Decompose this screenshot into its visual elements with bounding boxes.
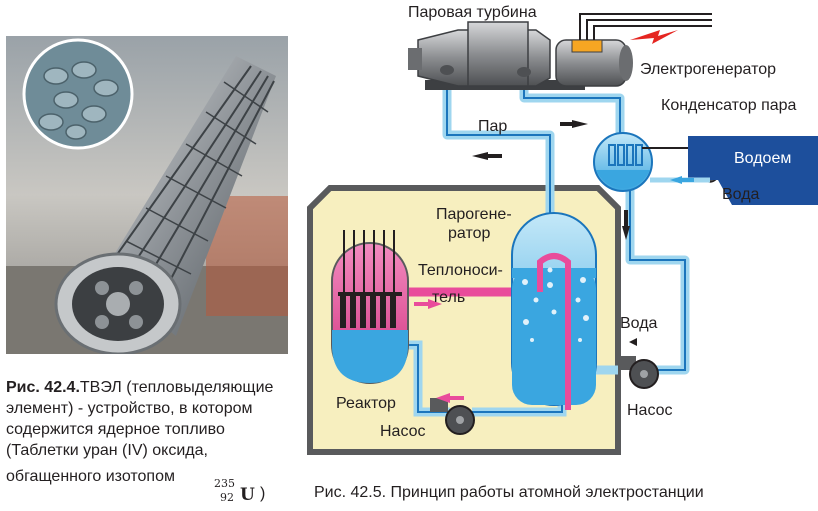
electricity-bolt-icon [630,30,678,44]
label-condenser: Конденсатор пара [661,97,797,114]
reservoir-water [688,136,818,205]
isotope-number: 92 [220,491,234,504]
label-water-right: Вода [722,186,760,203]
water-arrow-down [622,226,630,240]
figure-caption-right: Рис. 42.5. Принцип работы атомной электр… [314,484,704,501]
label-steam-generator-1: Парогене- [436,206,512,223]
water-pipe-return [625,185,690,375]
coolant-arrow-right [428,299,442,309]
label-reservoir: Водоем [734,150,792,167]
label-steam-turbine: Паровая турбина [408,4,537,21]
fuel-assembly-photo [6,36,288,354]
pump-left-shape [430,398,475,435]
power-plant-diagram [307,13,818,455]
label-coolant-2: тель [432,289,466,306]
water-arrow-left-mid [629,338,637,346]
steam-arrow-right [572,120,588,128]
caption-left-number: Рис. 42.4. [6,379,80,396]
caption-left-line4: (Таблетки уран (IV) оксида, [6,442,208,459]
figure-caption-left: Рис. 42.4.ТВЭЛ (тепловыделяющие элемент)… [6,377,306,487]
isotope-close-paren: ) [260,485,266,502]
label-pump-left: Насос [380,423,426,440]
caption-left-line1: ТВЭЛ (тепловыделяющие [79,379,274,396]
steam-generator-coil [537,253,571,410]
label-reactor: Реактор [336,395,396,412]
label-water-mid: Вода [620,315,658,332]
pump-right-shape [618,356,659,389]
caption-left-line2: элемент) - устройство, в котором [6,400,253,417]
caption-left-line3: содержится ядерное топливо [6,421,225,438]
label-pump-right: Насос [627,402,673,419]
coolant-arrow-left [436,393,450,403]
steam-arrow-left [472,152,488,160]
label-steam-generator-2: ратор [448,225,491,242]
label-steam: Пар [478,118,508,135]
isotope-symbol: U [240,485,255,505]
caption-left-line5: обгащенного изотопом [6,468,175,485]
label-generator: Электрогенератор [640,61,777,78]
water-arrow-condenser [670,176,682,184]
label-coolant-1: Теплоноси- [418,262,503,279]
isotope-mass: 235 [214,477,235,490]
